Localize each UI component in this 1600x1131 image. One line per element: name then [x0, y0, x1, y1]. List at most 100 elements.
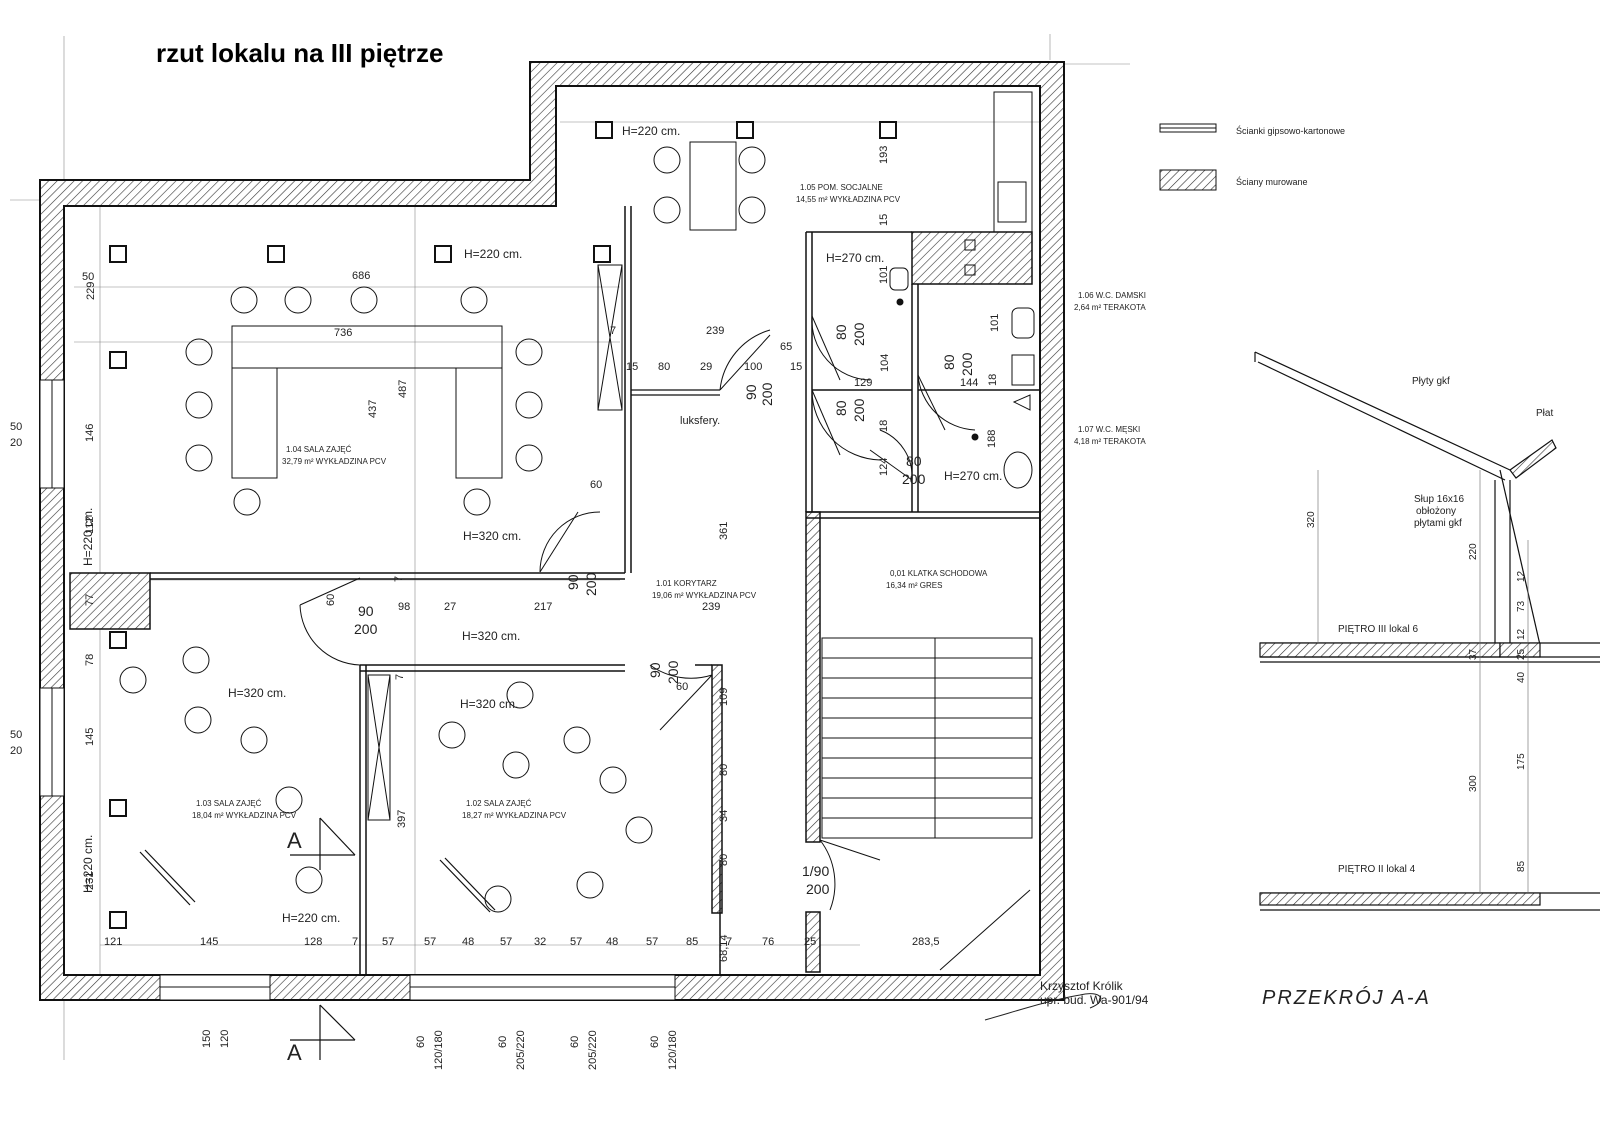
dim-text: 205/220: [587, 1030, 599, 1070]
windows: [39, 379, 676, 1001]
dim-text: 104: [879, 354, 891, 372]
door-width: 90: [743, 384, 759, 400]
chair-mark: [185, 391, 213, 419]
dim-text: 109: [718, 688, 730, 706]
room-104-area: 32,79 m² WYKŁADZINA PCV: [282, 457, 387, 466]
door-height: 200: [354, 621, 378, 637]
room-106-area: 2,64 m² TERAKOTA: [1074, 303, 1146, 312]
section-dim: 25: [1516, 648, 1527, 660]
label-plyty: Płyty gkf: [1412, 376, 1450, 387]
dim-text: 146: [84, 424, 96, 442]
dim-text: 80: [718, 764, 730, 776]
chair-mark: [738, 196, 766, 224]
dim-text: 145: [84, 728, 96, 746]
door-width: 90: [565, 574, 581, 590]
room-labels: 1.04 SALA ZAJĘĆ 32,79 m² WYKŁADZINA PCV …: [192, 183, 1146, 820]
dim-text: 100: [744, 361, 762, 373]
room-102-name: 1.02 SALA ZAJĘĆ: [466, 799, 532, 808]
dim-text: 239: [702, 601, 720, 613]
dim-text: 193: [878, 146, 890, 164]
dim-text: 145: [200, 936, 218, 948]
section-marker: [290, 817, 356, 1060]
door-width: 80: [906, 453, 922, 469]
door-width: 80: [941, 354, 957, 370]
dim-text: 101: [989, 314, 1001, 332]
dim-text: 60: [676, 681, 688, 693]
projector-marks: [139, 849, 496, 913]
dim-text: 205/220: [515, 1030, 527, 1070]
room-104-name: 1.04 SALA ZAJĘĆ: [286, 445, 352, 454]
chair-mark: [182, 646, 210, 674]
section-dim: 220: [1468, 543, 1479, 560]
dim-text: 98: [398, 601, 410, 613]
chair-mark: [599, 766, 627, 794]
signature: [984, 993, 1102, 1021]
section-dim: 40: [1516, 671, 1527, 683]
height-label: H=320 cm.: [462, 629, 520, 643]
dim-text: 124: [878, 458, 890, 476]
dim-text: 68,14: [718, 934, 730, 962]
dim-text: 60: [415, 1036, 427, 1048]
dim-text: 60: [569, 1036, 581, 1048]
dim-text: 15: [790, 361, 802, 373]
chair-mark: [350, 286, 378, 314]
room-107-area: 4,18 m² TERAKOTA: [1074, 437, 1146, 446]
dim-text: 25: [804, 936, 816, 948]
dim-text: 7: [726, 936, 732, 948]
chair-mark: [625, 816, 653, 844]
label-plytami: płytami gkf: [1414, 518, 1462, 529]
chair-mark: [484, 885, 512, 913]
chair-mark: [576, 871, 604, 899]
dim-text: 18: [878, 420, 890, 432]
height-label: H=220 cm.: [464, 247, 522, 261]
chair-mark: [653, 146, 681, 174]
height-label: H=320 cm.: [463, 529, 521, 543]
dim-text: 217: [534, 601, 552, 613]
chair-mark: [185, 338, 213, 366]
chairs: [119, 146, 766, 913]
dim-text: 150: [201, 1030, 213, 1048]
label-oblozony: obłożony: [1416, 506, 1456, 517]
chair-mark: [463, 488, 491, 516]
height-label: H=220 cm.: [622, 124, 680, 138]
stamp-permit: upr. bud. Wa-901/94: [1040, 993, 1149, 1007]
page-title: rzut lokalu na III piętrze: [156, 38, 444, 68]
dim-text: 7: [610, 325, 616, 337]
legend-masonry: Ściany murowane: [1236, 176, 1308, 187]
label-slup: Słup 16x16: [1414, 494, 1464, 505]
columns: [109, 121, 897, 929]
cabinets: [367, 91, 1033, 821]
dim-text: 20: [10, 745, 22, 757]
height-label: H=220 cm.: [282, 911, 340, 925]
door-swings: [299, 315, 976, 911]
height-label: H=270 cm.: [826, 251, 884, 265]
dim-text: 7: [394, 674, 406, 680]
legend: [1159, 123, 1217, 191]
section-dim: 320: [1306, 511, 1317, 528]
dim-text: 50: [10, 729, 22, 741]
dim-text: 77: [84, 594, 96, 606]
dim-text: 65: [780, 341, 792, 353]
dim-text: 32: [534, 936, 546, 948]
section-dim: 37: [1468, 648, 1479, 660]
room-105-area: 14,55 m² WYKŁADZINA PCV: [796, 195, 901, 204]
section-dim-lines: [1317, 470, 1529, 893]
room-103-name: 1.03 SALA ZAJĘĆ: [196, 799, 262, 808]
chair-mark: [284, 286, 312, 314]
door-height: 200: [806, 881, 830, 897]
dim-text: 686: [352, 270, 370, 282]
label-pietro-2: PIĘTRO II lokal 4: [1338, 864, 1416, 875]
dim-text: 57: [382, 936, 394, 948]
section-dim: 12: [1516, 570, 1527, 582]
room-101-area: 19,06 m² WYKŁADZINA PCV: [652, 591, 757, 600]
chair-mark: [460, 286, 488, 314]
door-height: 200: [851, 322, 867, 346]
dim-text: 15: [626, 361, 638, 373]
label-plat: Płat: [1536, 408, 1553, 419]
section-mark-bottom: A: [287, 1040, 302, 1065]
dim-text: 20: [10, 437, 22, 449]
room-106-name: 1.06 W.C. DAMSKI: [1078, 291, 1146, 300]
legend-drywall: Ścianki gipsowo-kartonowe: [1236, 125, 1345, 136]
room-105-name: 1.05 POM. SOCJALNE: [800, 183, 883, 192]
